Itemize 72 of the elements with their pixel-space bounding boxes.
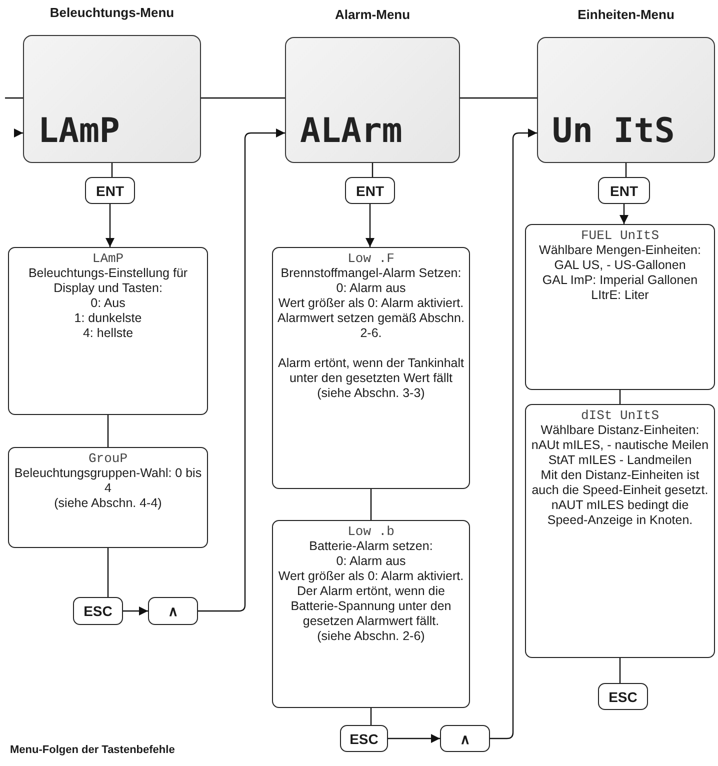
arrow (490, 128, 537, 740)
connector-line (107, 415, 109, 447)
description-text: Wählbare Mengen-Einheiten: (538, 243, 702, 258)
description-text: (siehe Abschn. 2-6) (316, 629, 426, 644)
description-text: StAT mILES - Landmeilen (547, 453, 693, 468)
arrow (366, 204, 374, 247)
menu-box (525, 404, 715, 658)
connector-line (111, 163, 113, 177)
arrow (388, 734, 440, 743)
description-text: 0: Aus (90, 296, 126, 311)
description-text: 0: Alarm aus (335, 281, 407, 296)
keypad-key: ENT (85, 177, 135, 204)
description-text: LItrE: Liter (590, 288, 650, 303)
setting-code: Low .b (346, 524, 396, 539)
description-text: GAL ImP: Imperial Gallonen (541, 273, 699, 288)
menu-heading: Einheiten-Menu (576, 7, 676, 22)
keypad-key: ESC (340, 725, 388, 752)
menu-box (8, 447, 208, 548)
description-text: Wert größer als 0: Alarm aktiviert. (277, 296, 465, 311)
connector-line (107, 548, 109, 597)
menu-heading: Beleuchtungs-Menu (48, 5, 176, 20)
menu-box (525, 224, 715, 390)
description-text: Wert größer als 0: Alarm aktiviert. (277, 569, 465, 584)
description-text: Beleuchtungsgruppen-Wahl: 0 bis 4 (13, 466, 203, 496)
description-text: Alarmwert setzen gemäß Abschn. 2-6. (277, 311, 465, 341)
arrow (106, 204, 114, 247)
description-text: nAUt mILES, - nautische Meilen (530, 438, 710, 453)
keypad-key: ESC (73, 597, 123, 625)
description-text: 0: Alarm aus (335, 554, 407, 569)
arrow (14, 128, 23, 138)
keypad-key: ESC (598, 683, 648, 710)
figure-caption: Menu-Folgen der Tastenbefehle (10, 744, 175, 756)
setting-code: GrouP (87, 451, 128, 466)
menu-box (272, 520, 470, 708)
connector-line (372, 163, 374, 177)
description-text: nAUT mILES bedingt die Speed-Anzeige in Knoten. (546, 498, 694, 528)
keypad-key: ∧ (148, 597, 198, 625)
description-text: 4: hellste (82, 326, 134, 341)
setting-code: LAmP (91, 251, 125, 266)
connector-line (5, 97, 23, 99)
lcd-readout: LAmP (38, 114, 120, 148)
menu-box (272, 247, 470, 489)
keypad-key: ∧ (440, 725, 490, 752)
description-text: Der Alarm ertönt, wenn die Batterie-Spannung unter den gesetzen Alarmwert fällt. (290, 584, 452, 629)
description-text: Mit den Distanz-Einheiten ist auch die Speed-Einheit gesetzt. (530, 468, 710, 498)
connector-line (625, 163, 627, 177)
connector-line (201, 97, 285, 99)
setting-code: FUEL UnItS (580, 228, 660, 243)
menu-box (8, 247, 208, 415)
keypad-key: ENT (598, 177, 650, 204)
connector-line (619, 390, 621, 404)
setting-code: Low .F (346, 251, 396, 266)
lcd-readout: ALArm (300, 114, 402, 148)
arrow (123, 606, 148, 616)
description-text: GAL US, - US-Gallonen (553, 258, 687, 273)
description-text: Wählbare Distanz-Einheiten: (540, 423, 700, 438)
arrow (620, 204, 628, 224)
lcd-readout: Un ItS (552, 114, 675, 148)
menu-heading: Alarm-Menu (334, 7, 412, 22)
description-text: Batterie-Alarm setzen: (308, 539, 434, 554)
description-text: Beleuchtungs-Einstellung für Display und Tasten: (27, 266, 189, 296)
keypad-key: ENT (345, 177, 395, 204)
connector-line (370, 708, 372, 725)
connector-line (370, 489, 372, 520)
description-text: Alarm ertönt, wenn der Tankinhalt unter den gesetzten Wert fällt (siehe Abschn. 3-3) (277, 356, 465, 401)
description-text: Brennstoffmangel-Alarm Setzen: (280, 266, 462, 281)
setting-code: dISt UnItS (580, 408, 660, 423)
description-text: (siehe Abschn. 4-4) (53, 496, 163, 511)
description-text: 1: dunkelste (73, 311, 143, 326)
connector-line (460, 97, 537, 99)
arrow (198, 128, 285, 612)
connector-line (619, 658, 621, 683)
